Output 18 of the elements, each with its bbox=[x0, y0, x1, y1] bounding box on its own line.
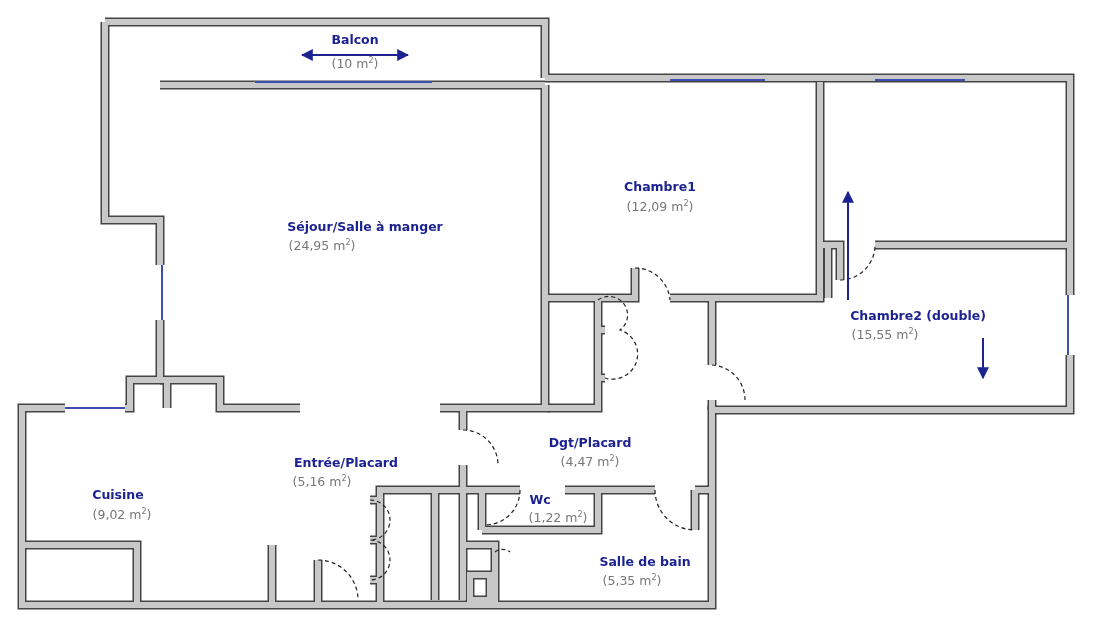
room-name: Wc bbox=[527, 492, 553, 507]
room-name: Chambre2 (double) bbox=[848, 308, 988, 323]
room-name: Cuisine bbox=[90, 487, 146, 502]
room-name: Dgt/Placard bbox=[546, 435, 634, 450]
room-name: Chambre1 bbox=[622, 179, 698, 194]
room-area: (10 m$^{2}$) bbox=[329, 56, 381, 72]
room-area: (9,02 m$^{2}$) bbox=[90, 507, 154, 523]
room-area: (5,35 m$^{2}$) bbox=[600, 573, 664, 589]
room-name: Entrée/Placard bbox=[292, 455, 400, 470]
room-area: (4,47 m$^{2}$) bbox=[558, 454, 622, 470]
room-name: Balcon bbox=[329, 32, 381, 47]
room-name: Séjour/Salle à manger bbox=[285, 219, 445, 234]
room-area: (24,95 m$^{2}$) bbox=[286, 238, 358, 254]
room-area: (12,09 m$^{2}$) bbox=[624, 199, 696, 215]
room-area: (1,22 m$^{2}$) bbox=[526, 510, 590, 526]
room-area: (5,16 m$^{2}$) bbox=[290, 474, 354, 490]
room-name: Salle de bain bbox=[597, 554, 693, 569]
room-area: (15,55 m$^{2}$) bbox=[849, 327, 921, 343]
